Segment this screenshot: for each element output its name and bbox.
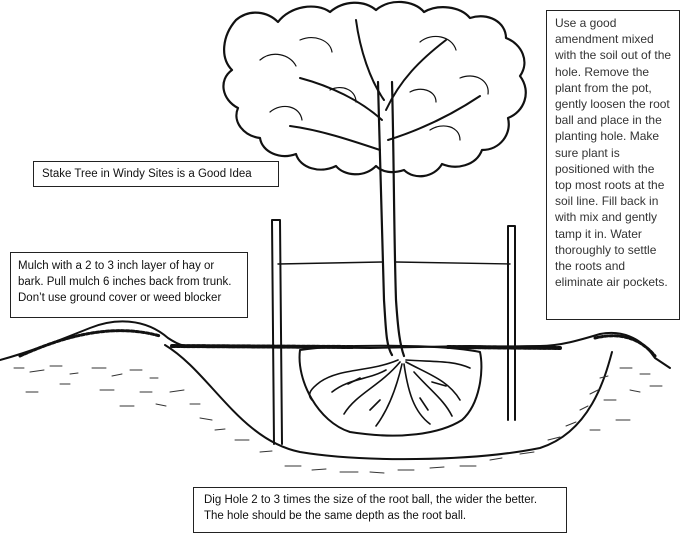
mulch-layer-berm-right [593,334,657,358]
trunk [376,80,406,358]
support-stakes [271,219,516,445]
canopy-leaf-detail [259,35,489,141]
ground-line [0,320,671,369]
callout-stake-tree: Stake Tree in Windy Sites is a Good Idea [33,161,279,187]
roots [308,359,471,427]
planting-hole [164,344,613,461]
mulch-layer-berm-left [18,329,162,358]
soil-texture [13,365,663,474]
stake-tie-left [277,261,383,265]
branches [289,19,481,151]
callout-planting-instructions: Use a good amendment mixed with the soil… [546,10,680,320]
root-ball [298,344,483,437]
stake-tie-right [395,261,511,265]
canopy [222,0,527,178]
callout-mulch: Mulch with a 2 to 3 inch layer of hay or… [10,252,248,318]
callout-dig-hole: Dig Hole 2 to 3 times the size of the ro… [193,487,567,533]
